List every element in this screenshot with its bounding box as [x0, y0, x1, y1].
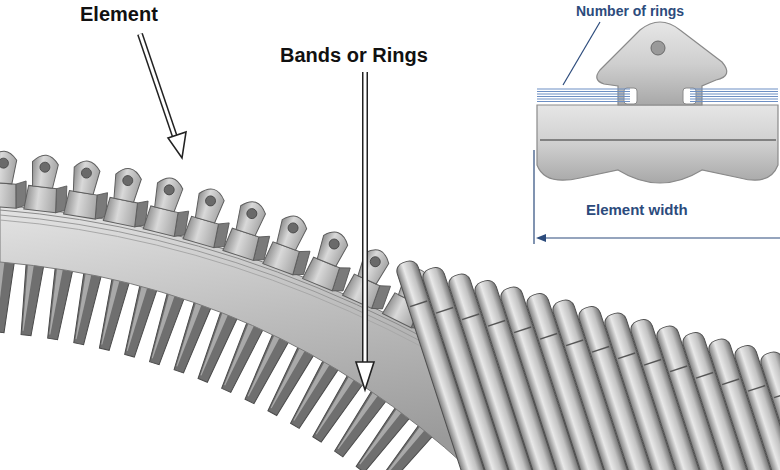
element-slot: [540, 334, 557, 340]
tooth-highlight: [291, 360, 331, 422]
tooth-highlight: [0, 260, 5, 328]
callout-arrow: [356, 72, 374, 390]
element-slot: [436, 308, 453, 314]
dimension-arrowhead: [536, 234, 546, 242]
element-slot: [670, 366, 687, 372]
ring-stack: [537, 89, 778, 102]
element-underside: [70, 269, 102, 345]
element-tooth: [0, 258, 15, 333]
element-head: [70, 159, 101, 195]
element-hole: [0, 158, 9, 169]
tooth-highlight: [73, 272, 92, 340]
element-inset: [534, 22, 780, 244]
callout-arrow: [140, 34, 186, 158]
element-hole: [651, 41, 665, 55]
element-plate: [64, 190, 99, 219]
tooth-highlight: [221, 322, 254, 387]
element-head: [0, 150, 17, 184]
element-underside: [44, 265, 74, 341]
element-plate: [0, 182, 18, 208]
face-on-element: [759, 350, 780, 470]
belt-element: [24, 153, 72, 214]
element-slot: [644, 360, 661, 366]
tooth-highlight: [268, 347, 306, 410]
element-slot: [566, 340, 583, 346]
element-hole: [246, 207, 259, 220]
tooth-highlight: [245, 334, 280, 398]
element-slot: [488, 321, 505, 327]
element-face: [759, 350, 780, 470]
element-hole: [122, 175, 134, 187]
part-label: Number of rings: [576, 3, 684, 19]
tooth-highlight: [20, 263, 34, 331]
element-slot: [774, 392, 780, 398]
element-hole: [81, 167, 92, 178]
element-underside: [96, 275, 131, 351]
tooth-highlight: [313, 375, 355, 436]
leader-line: [563, 22, 600, 85]
element-body: [537, 105, 778, 183]
element-head: [355, 245, 392, 285]
belt-elements: [0, 150, 445, 332]
element-hole: [287, 222, 300, 235]
element-head: [152, 175, 185, 212]
element-tooth: [17, 261, 44, 337]
dimension-line: [540, 237, 780, 238]
element-hole: [163, 184, 175, 196]
dimension-line: [533, 150, 534, 244]
element-underside: [17, 261, 44, 337]
element-head: [315, 228, 351, 267]
element-hole: [204, 195, 216, 207]
element-head: [233, 198, 268, 237]
tooth-highlight: [98, 278, 120, 346]
element-plate: [24, 185, 59, 213]
element-underside: [121, 282, 158, 358]
element-slot: [462, 314, 479, 320]
tooth-highlight: [378, 425, 425, 470]
element-head: [111, 166, 143, 203]
element-head: [30, 154, 60, 189]
element-edge: [540, 139, 776, 141]
element-tooth: [44, 265, 74, 341]
tooth-highlight: [46, 267, 63, 335]
element-tooth: [96, 275, 131, 351]
element-slot: [514, 327, 531, 333]
tooth-highlight: [124, 285, 148, 352]
element-slot: [592, 347, 609, 353]
element-slot: [410, 301, 427, 307]
element-slot: [696, 373, 713, 379]
tooth-highlight: [174, 301, 203, 367]
part-label: Element width: [586, 201, 688, 218]
element-head: [597, 22, 727, 105]
element-tooth: [121, 282, 158, 358]
element-hole: [328, 237, 341, 250]
element-slot: [748, 386, 765, 392]
element-underside: [0, 258, 15, 333]
tooth-highlight: [335, 391, 379, 450]
element-slot: [618, 353, 635, 359]
element-slot: [722, 379, 739, 385]
tooth-highlight: [198, 311, 229, 376]
part-label: Element: [80, 3, 158, 26]
tooth-highlight: [149, 292, 175, 359]
element-head: [274, 212, 309, 251]
element-hole: [369, 255, 382, 268]
part-label: Bands or Rings: [280, 44, 428, 67]
element-tooth: [70, 269, 102, 345]
face-on-elements: [395, 259, 780, 470]
element-head: [193, 186, 227, 224]
element-hole: [39, 162, 50, 173]
